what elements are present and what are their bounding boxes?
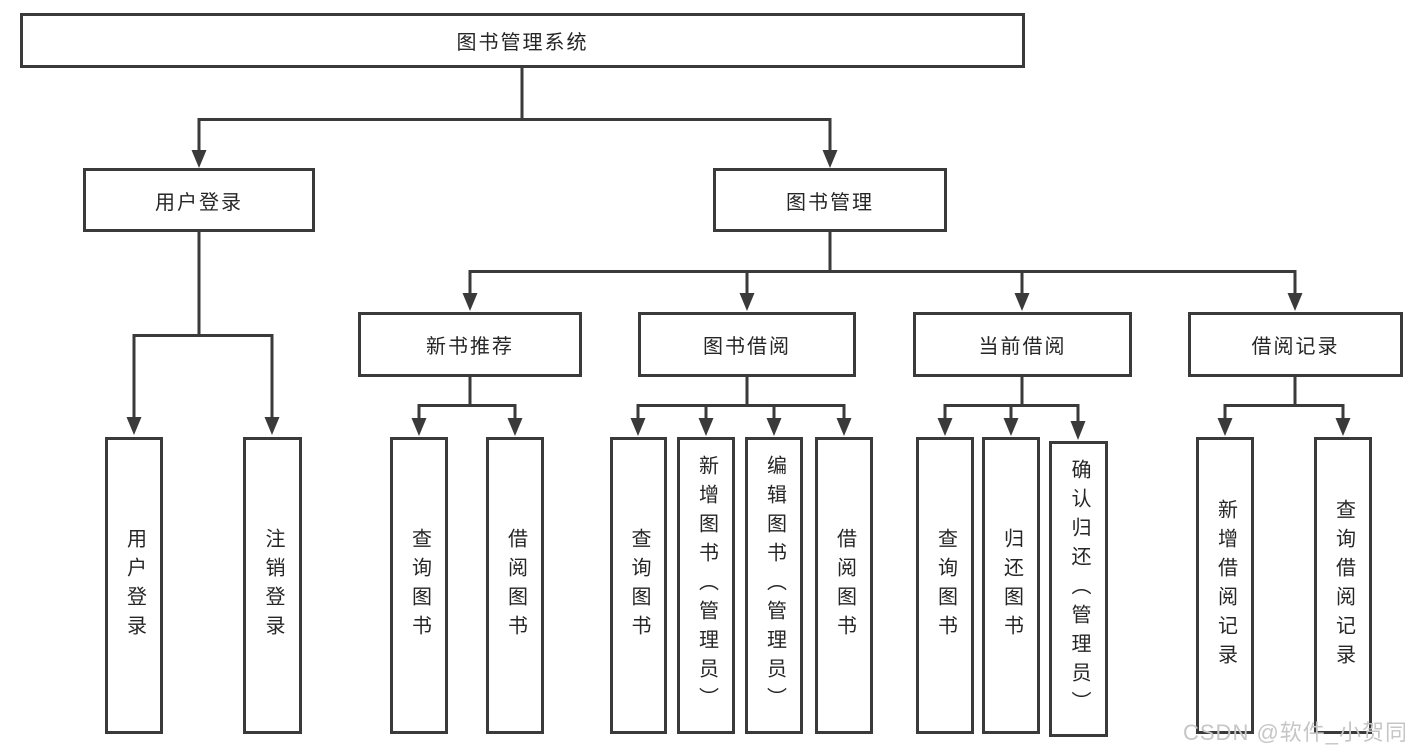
connector-new-book-recommend-children (411, 376, 523, 436)
connector-user-login-children (126, 232, 280, 435)
node-label: 编辑图书（管理员） (763, 455, 786, 716)
connector-borrow-records-children (1217, 376, 1351, 436)
node-label: 查询图书 (628, 527, 650, 644)
node-book-borrow: 图书借阅 (638, 312, 856, 377)
leaf-br-add-record: 新增借阅记录 (1196, 437, 1254, 734)
node-label: 借阅图书 (833, 527, 856, 644)
leaf-user-login: 用户登录 (105, 437, 163, 734)
node-label: 借阅图书 (504, 527, 527, 644)
node-label: 用户登录 (123, 527, 146, 644)
leaf-cb-query-books: 查询图书 (916, 437, 974, 734)
leaf-logout: 注销登录 (243, 437, 302, 734)
node-label: 查询借阅记录 (1332, 498, 1355, 673)
leaf-bb-query-books: 查询图书 (610, 437, 667, 734)
node-label: 注销登录 (262, 527, 284, 644)
connector-book-borrow-children (630, 376, 852, 436)
node-label: 图书管理系统 (456, 32, 589, 54)
node-label: 当前借阅 (978, 336, 1067, 358)
node-borrow-records: 借阅记录 (1188, 312, 1403, 377)
node-label: 新增图书（管理员） (695, 455, 718, 716)
node-label: 查询图书 (408, 527, 431, 644)
node-book-management: 图书管理 (713, 168, 947, 232)
node-label: 新书推荐 (426, 336, 514, 358)
leaf-nbr-query-books: 查询图书 (390, 437, 448, 734)
node-label: 确认归还（管理员） (1068, 458, 1090, 720)
node-label: 借阅记录 (1251, 336, 1340, 358)
node-label: 图书管理 (786, 191, 874, 214)
node-label: 用户登录 (155, 191, 243, 214)
node-label: 归还图书 (1000, 527, 1023, 644)
leaf-nbr-borrow-books: 借阅图书 (486, 437, 544, 734)
connector-book-management-sections (462, 232, 1303, 311)
node-current-borrow: 当前借阅 (913, 312, 1132, 377)
leaf-cb-return-books: 归还图书 (982, 437, 1040, 734)
leaf-br-query-record: 查询借阅记录 (1314, 437, 1372, 734)
node-label: 查询图书 (934, 527, 957, 644)
leaf-bb-add-books-admin: 新增图书（管理员） (677, 437, 735, 734)
leaf-bb-edit-books-admin: 编辑图书（管理员） (745, 437, 803, 734)
node-label: 图书借阅 (703, 336, 791, 358)
watermark: CSDN @软件_小贺同学 (1183, 720, 1405, 745)
leaf-bb-borrow-books: 借阅图书 (815, 437, 873, 734)
node-root: 图书管理系统 (20, 13, 1025, 68)
leaf-cb-confirm-return-admin: 确认归还（管理员） (1049, 441, 1108, 737)
connector-root-to-level2 (191, 68, 838, 168)
connector-current-borrow-children (937, 376, 1086, 440)
node-label: 新增借阅记录 (1214, 498, 1237, 673)
node-new-book-recommend: 新书推荐 (358, 312, 582, 377)
node-user-login: 用户登录 (83, 168, 315, 232)
